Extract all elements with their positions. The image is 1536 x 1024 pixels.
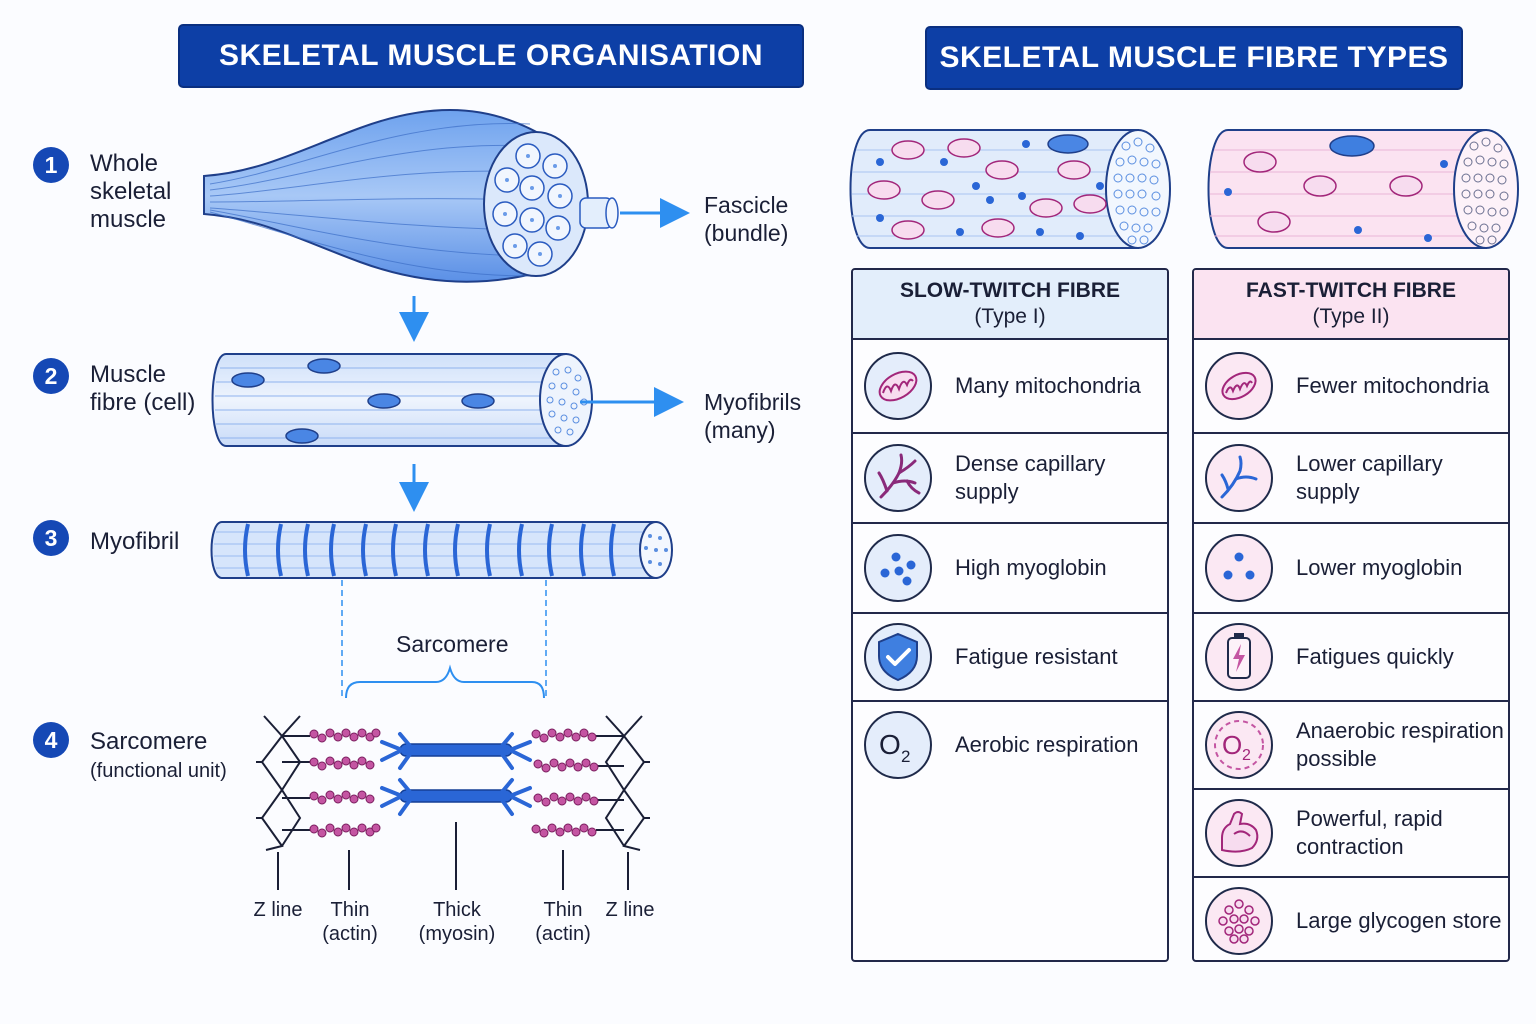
fast-row-capillary: Lower capillary supply [1194,434,1508,524]
fast-twitch-subtitle: (Type II) [1312,305,1390,328]
actin-filament-left [309,728,381,838]
myoglobin-icon [864,534,932,602]
fast-row-myoglobin: Lower myoglobin [1194,524,1508,614]
fast-row-glycogen-text: Large glycogen store [1296,908,1502,933]
fast-row-mitochondria: Fewer mitochondria [1194,340,1508,434]
organisation-diagram [203,109,690,890]
oxygen-icon: O 2 [864,711,932,779]
mitochondria-icon [1205,352,1273,420]
slow-twitch-header: SLOW-TWITCH FIBRE (Type I) [853,270,1167,340]
fast-row-capillary-text: Lower capillary supply [1296,451,1443,504]
svg-text:2: 2 [901,747,910,766]
myoglobin-icon [1205,534,1273,602]
fast-row-contraction-text: Powerful, rapid contraction [1296,806,1443,859]
actin-filament-right [531,728,599,838]
oxygen-dashed-icon: O 2 [1205,711,1273,779]
slow-row-myoglobin: High myoglobin [853,524,1167,614]
sarcomere-bracket-label: Sarcomere [396,631,509,657]
myofibrils-label: Myofibrils (many) [704,389,802,443]
sarcomere-illustration [256,715,650,890]
fast-row-contraction: Powerful, rapid contraction [1194,790,1508,878]
organisation-title: SKELETAL MUSCLE ORGANISATION [178,24,804,88]
thin-actin-left-label: Thin (actin) [322,899,378,945]
slow-twitch-table: SLOW-TWITCH FIBRE (Type I) Many mitochon… [851,268,1169,962]
slow-twitch-subtitle: (Type I) [974,305,1046,328]
step-1-label: Whole skeletal muscle [90,150,172,233]
slow-row-capillary-text: Dense capillary supply [955,451,1106,504]
fibre-illustrations [849,129,1519,249]
fast-twitch-table: FAST-TWITCH FIBRE (Type II) Fewer mitoch… [1192,268,1510,962]
fast-twitch-fibre-illustration [1207,129,1519,249]
slow-row-mitochondria-text: Many mitochondria [955,373,1141,398]
fast-twitch-title: FAST-TWITCH FIBRE [1246,279,1456,302]
mitochondria-icon [864,352,932,420]
fast-row-fatigue-text: Fatigues quickly [1296,644,1454,669]
slow-row-aerobic: O 2 Aerobic respiration [853,702,1167,788]
shield-check-icon [864,623,932,691]
slow-twitch-fibre-illustration [849,129,1171,249]
glycogen-icon [1205,887,1273,955]
slow-row-mitochondria: Many mitochondria [853,340,1167,434]
step-4-label: Sarcomere [90,728,208,755]
fast-row-myoglobin-text: Lower myoglobin [1296,555,1463,580]
myofibril-illustration [210,521,673,700]
svg-text:2: 2 [1242,747,1251,764]
capillary-icon [864,444,932,512]
fast-row-anaerobic: O 2 Anaerobic respiration possible [1194,702,1508,790]
slow-row-fatigue: Fatigue resistant [853,614,1167,702]
step-3-label: Myofibril [90,528,180,555]
slow-twitch-title: SLOW-TWITCH FIBRE [899,279,1121,302]
step-2-label: Muscle fibre (cell) [90,361,196,416]
slow-row-capillary: Dense capillary supply [853,434,1167,524]
fast-row-mitochondria-text: Fewer mitochondria [1296,373,1490,398]
slow-row-myoglobin-text: High myoglobin [955,555,1107,580]
battery-icon [1205,623,1273,691]
step-2-badge: 2 [33,358,69,394]
fast-row-anaerobic-text: Anaerobic respiration possible [1296,718,1504,771]
step-1-badge: 1 [33,147,69,183]
thick-myosin-label: Thick (myosin) [418,899,496,945]
step-4-badge: 4 [33,722,69,758]
svg-text:O: O [1222,730,1242,760]
fascicle-label: Fascicle (bundle) [704,192,789,246]
step-4-sublabel: (functional unit) [90,760,227,782]
z-line-left-label: Z line [253,899,303,921]
z-line-right-label: Z line [605,899,655,921]
slow-row-fatigue-text: Fatigue resistant [955,644,1118,669]
fast-row-fatigue: Fatigues quickly [1194,614,1508,702]
flexed-arm-icon [1205,799,1273,867]
whole-muscle-illustration [203,109,690,283]
fibre-types-title: SKELETAL MUSCLE FIBRE TYPES [925,26,1463,90]
capillary-icon [1205,444,1273,512]
thin-actin-right-label: Thin (actin) [535,899,591,945]
slow-row-aerobic-text: Aerobic respiration [955,732,1139,757]
fast-row-glycogen: Large glycogen store [1194,878,1508,960]
myosin-filaments [380,732,532,816]
step-3-badge: 3 [33,520,69,556]
fast-twitch-header: FAST-TWITCH FIBRE (Type II) [1194,270,1508,340]
svg-text:O: O [879,729,901,760]
muscle-fibre-illustration [211,353,684,447]
